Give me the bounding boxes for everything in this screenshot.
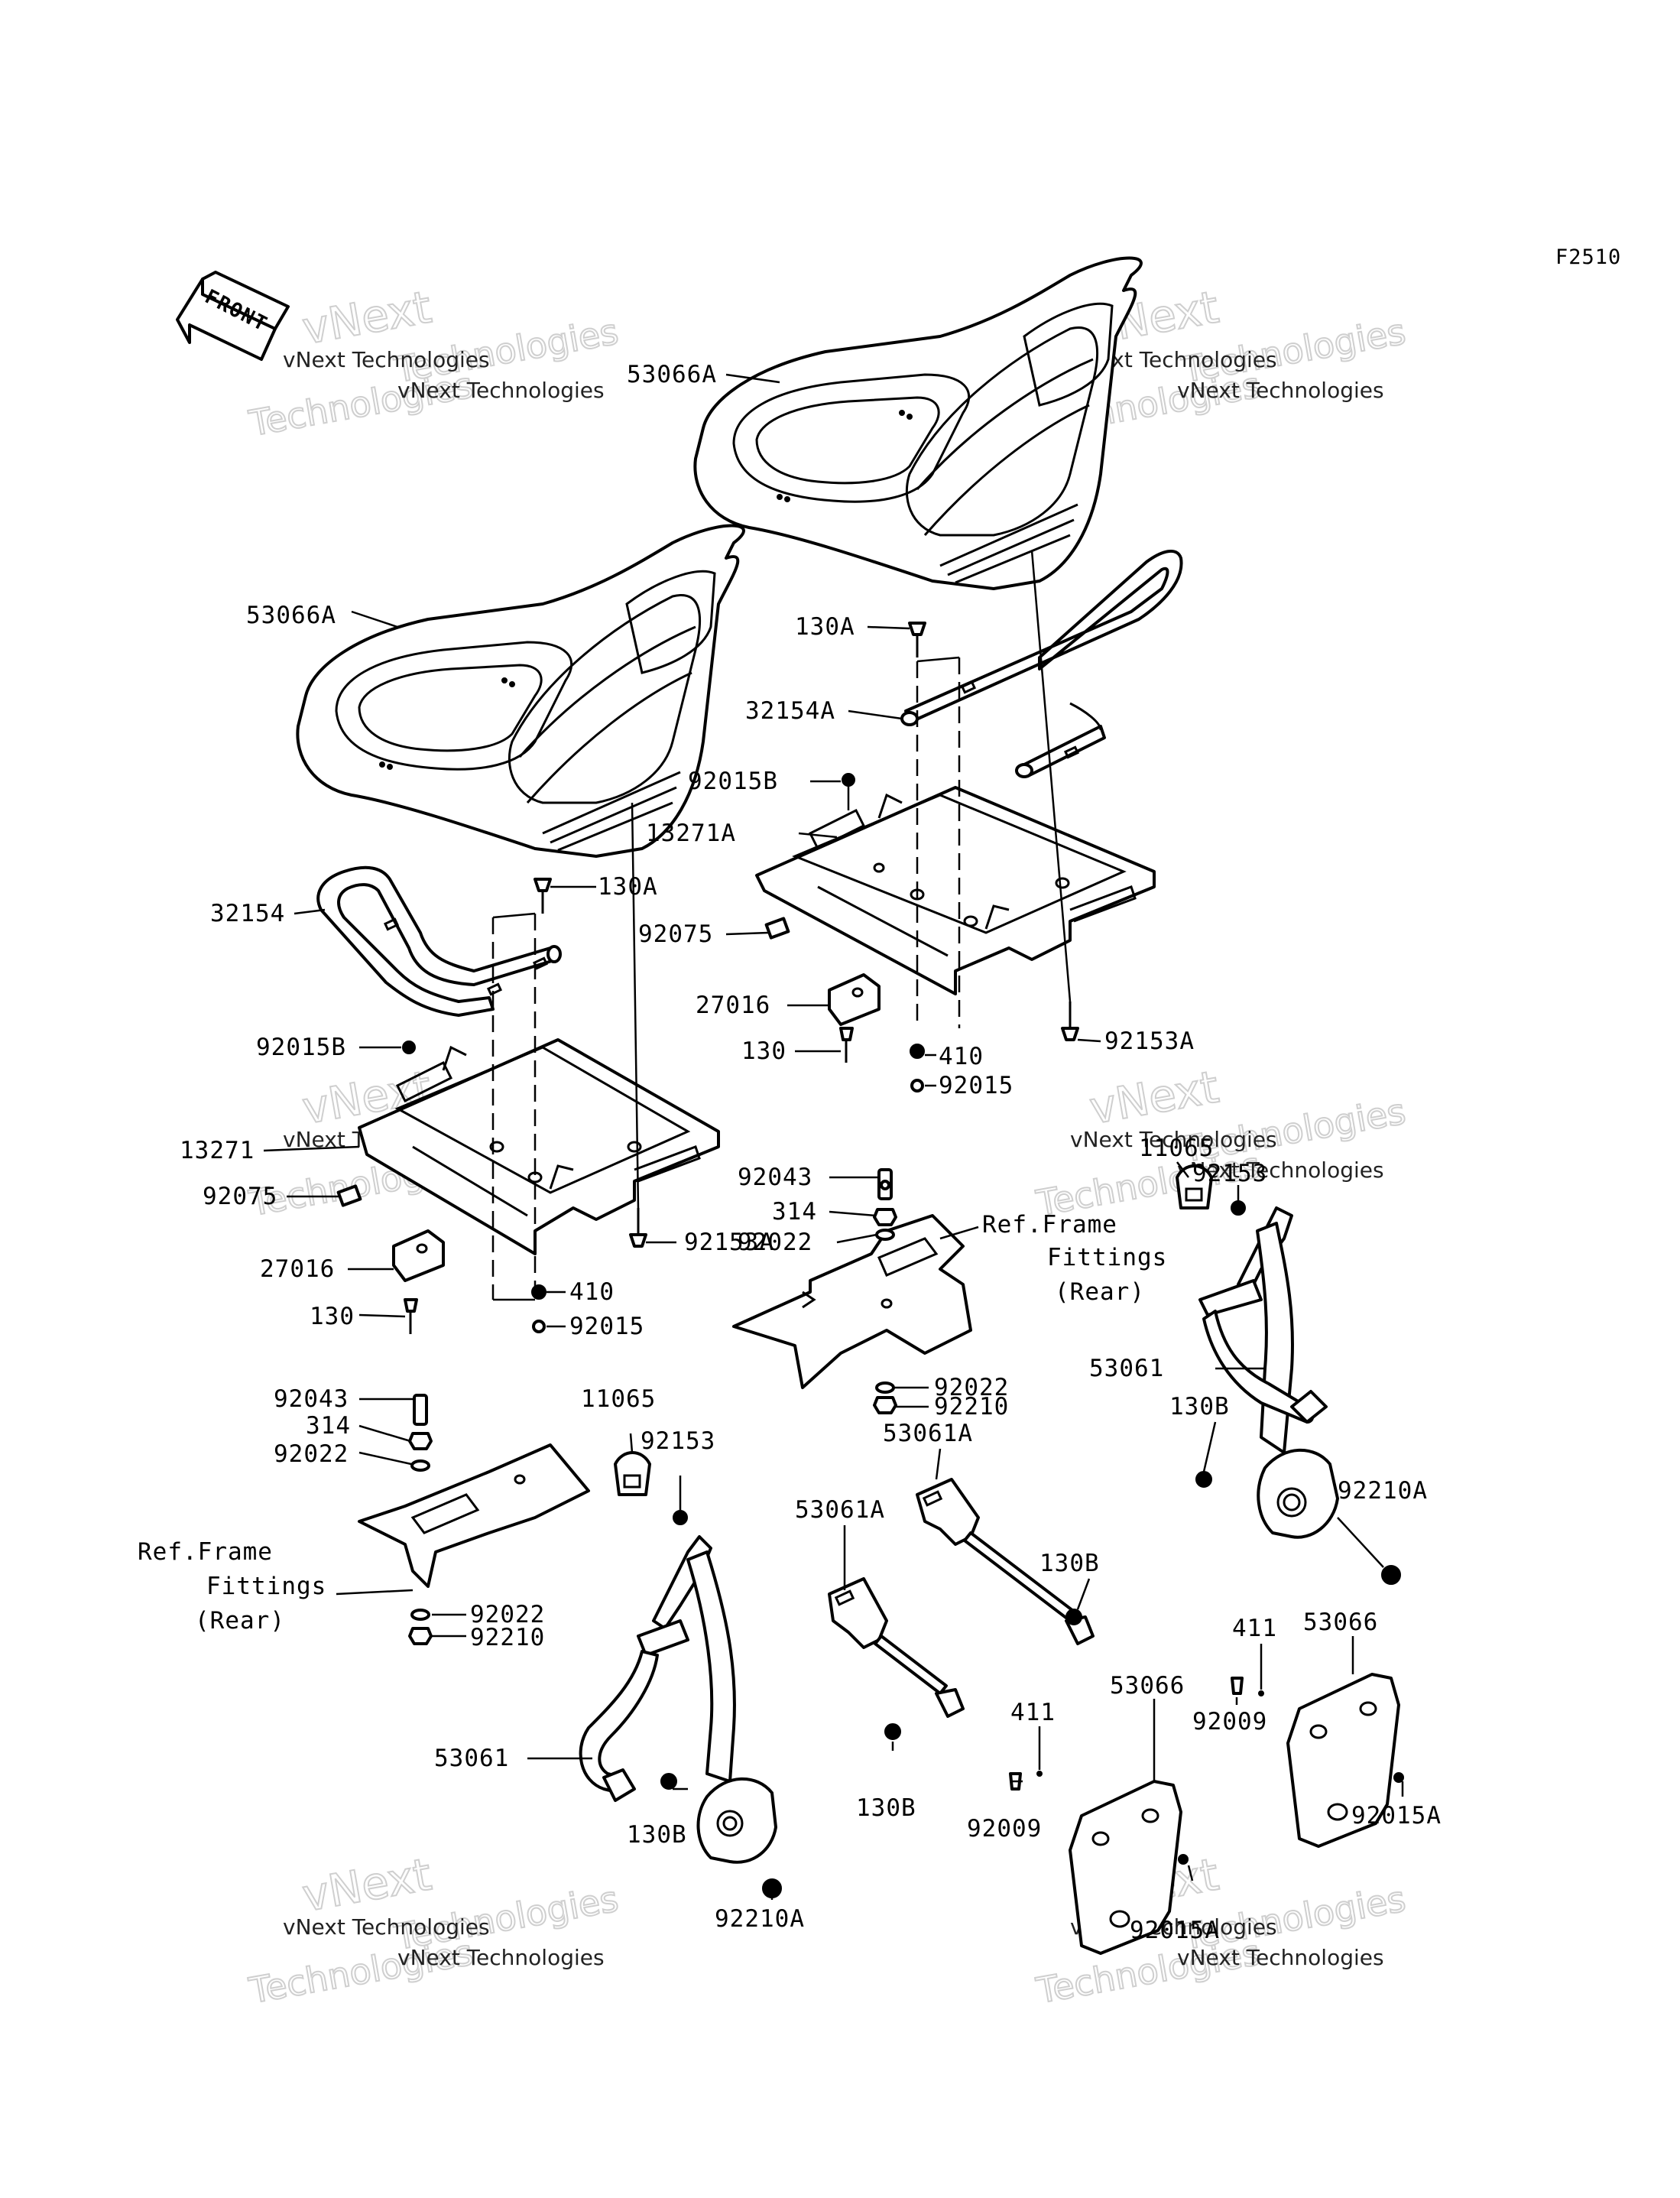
part-label: 53061 (434, 1745, 509, 1772)
part-label: 130 (310, 1303, 355, 1330)
part-label: 92153 (1192, 1160, 1267, 1187)
part-label: 130A (598, 873, 658, 901)
frame-fitting-right (732, 1214, 972, 1389)
part-label: 53066A (627, 361, 717, 388)
part-label: 53061A (795, 1496, 885, 1524)
svg-text:vNext Technologies: vNext Technologies (397, 378, 605, 403)
svg-text:vNext: vNext (1086, 1060, 1223, 1134)
seat-belt-right (1198, 1206, 1339, 1539)
seat-right (693, 256, 1143, 590)
part-label: Ref.Frame (982, 1211, 1117, 1239)
part-label: 92009 (1192, 1708, 1267, 1735)
svg-text:vNext: vNext (299, 281, 436, 354)
part-label: 130A (795, 613, 855, 641)
part-label: 410 (939, 1043, 984, 1070)
part-label: 92043 (738, 1164, 812, 1191)
part-label: 13271A (646, 820, 736, 847)
part-label: 92075 (638, 920, 713, 948)
svg-text:vNext Technologies: vNext Technologies (397, 1945, 605, 1970)
part-label: Ref.Frame (138, 1538, 273, 1566)
part-label: 130B (1039, 1550, 1100, 1577)
part-label: Fittings (1047, 1244, 1167, 1271)
part-label: (Rear) (195, 1607, 285, 1635)
diagram-code: F2510 (1555, 245, 1621, 269)
part-label: 130B (1169, 1393, 1230, 1420)
part-label: 32154A (745, 697, 835, 725)
part-label: 13271 (180, 1137, 255, 1164)
leader-lines (263, 373, 1404, 1900)
seat-base-left (358, 1038, 720, 1255)
part-label: 92015 (569, 1313, 644, 1340)
svg-text:vNext Technologies: vNext Technologies (283, 1914, 490, 1940)
part-label: 130B (627, 1821, 687, 1849)
buckle-right (916, 1478, 1095, 1645)
part-label: 53061A (883, 1420, 973, 1447)
part-label: 92210A (1338, 1477, 1428, 1505)
svg-text:vNext: vNext (299, 1848, 436, 1921)
part-label: 92022 (470, 1601, 545, 1628)
part-label: 92210 (470, 1624, 545, 1651)
hardware (336, 622, 1404, 1898)
side-panel-left (1069, 1780, 1182, 1955)
part-label: 27016 (696, 992, 770, 1019)
seat-base-right (755, 786, 1156, 995)
watermark: vNext Technologies Technologies vNext Te… (1033, 1060, 1409, 1225)
part-label: 92153A (684, 1229, 774, 1256)
part-label: 53066 (1110, 1672, 1185, 1700)
part-label: 92015 (939, 1072, 1014, 1099)
seat-left (296, 524, 745, 858)
seat-belt-left (579, 1535, 777, 1864)
part-label: 314 (772, 1198, 817, 1226)
part-label: 92075 (203, 1183, 277, 1210)
part-label: 411 (1232, 1615, 1277, 1642)
part-label: 11065 (1139, 1135, 1214, 1162)
part-label: 92022 (738, 1229, 812, 1256)
assembly-lines (491, 550, 1072, 1301)
part-label: 92153 (641, 1427, 715, 1455)
part-labels: 53066A 53066A 130A 32154A 92015B 13271A … (138, 361, 1442, 1944)
part-label: 53066 (1303, 1609, 1378, 1636)
part-label: 92210 (934, 1393, 1009, 1420)
part-label: 53061 (1089, 1355, 1164, 1382)
watermark: vNext Technologies Technologies vNext Te… (245, 280, 622, 445)
watermark: vNext Technologies Technologies vNext Te… (245, 1847, 622, 2012)
part-label: 92153A (1104, 1028, 1195, 1055)
part-label: 11065 (581, 1385, 656, 1413)
part-label: 314 (306, 1412, 351, 1440)
part-label: 92015A (1130, 1917, 1220, 1944)
grab-bar-left (316, 865, 562, 1017)
part-label: 92015B (688, 768, 778, 795)
part-label: 92022 (934, 1374, 1009, 1401)
svg-text:vNext Technologies: vNext Technologies (283, 347, 490, 372)
frame-fitting-left (358, 1443, 590, 1588)
part-label: 130 (741, 1037, 786, 1065)
part-label: 410 (569, 1278, 615, 1306)
part-label: 92210A (715, 1905, 805, 1933)
side-panel-right (1286, 1673, 1400, 1848)
part-label: 92022 (274, 1440, 349, 1468)
svg-text:vNext Technologies: vNext Technologies (1070, 1127, 1277, 1152)
part-label: 411 (1010, 1699, 1056, 1726)
front-arrow-icon: FRONT (176, 271, 290, 361)
part-label: (Rear) (1055, 1278, 1145, 1306)
part-label: 92043 (274, 1385, 349, 1413)
part-label: 53066A (246, 602, 336, 629)
part-label: 92015A (1351, 1802, 1442, 1830)
grab-bar-right (900, 550, 1183, 778)
part-label: 92009 (967, 1815, 1042, 1842)
svg-text:vNext Technologies: vNext Technologies (1177, 1945, 1384, 1970)
part-label: 92015B (256, 1034, 346, 1061)
svg-text:vNext Technologies: vNext Technologies (1177, 378, 1384, 403)
part-label: 27016 (260, 1255, 335, 1283)
part-label: 130B (856, 1794, 916, 1822)
part-label: Fittings (206, 1573, 326, 1600)
buckle-left (828, 1577, 965, 1718)
part-label: 32154 (210, 900, 285, 927)
